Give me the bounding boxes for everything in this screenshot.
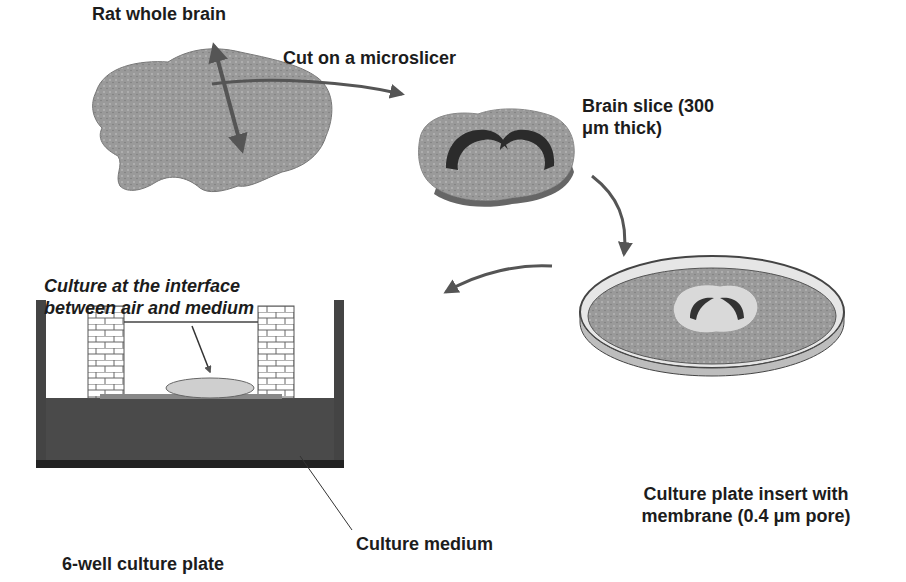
step-label: Cut on a microslicer (283, 48, 456, 70)
insert-wall (88, 306, 124, 398)
slice-edge (434, 166, 574, 207)
culture-medium (46, 398, 334, 460)
whole-brain (93, 49, 332, 192)
brain-slice (166, 378, 254, 398)
flow-arrow (446, 266, 552, 292)
cut-plane-arrow (214, 46, 242, 150)
slice-label: Brain slice (300 μm thick) (582, 96, 722, 139)
medium-label: Culture medium (356, 534, 493, 556)
plate-label: 6-well culture plate (62, 554, 224, 576)
leader-line (192, 326, 210, 372)
brain-slice (419, 109, 575, 201)
hippocampus (690, 298, 714, 320)
well-wall (36, 300, 46, 468)
interface-label: Culture at the interface between air and… (44, 276, 294, 319)
insert-wall (258, 306, 294, 398)
well-wall (334, 300, 344, 468)
hippocampus (720, 298, 744, 320)
insert-rim (124, 321, 258, 323)
brain-slice (673, 285, 758, 333)
image-title: Rat whole brain (92, 4, 226, 26)
hippocampus (446, 130, 508, 170)
insert-membrane (588, 268, 836, 364)
insert-label: Culture plate insert with membrane (0.4 … (616, 484, 876, 527)
flow-arrow (592, 176, 625, 254)
leader-line (300, 456, 352, 530)
well-bottom (36, 460, 344, 468)
insert-rim (580, 256, 844, 368)
flow-arrow (212, 80, 402, 94)
hippocampus (500, 130, 554, 170)
